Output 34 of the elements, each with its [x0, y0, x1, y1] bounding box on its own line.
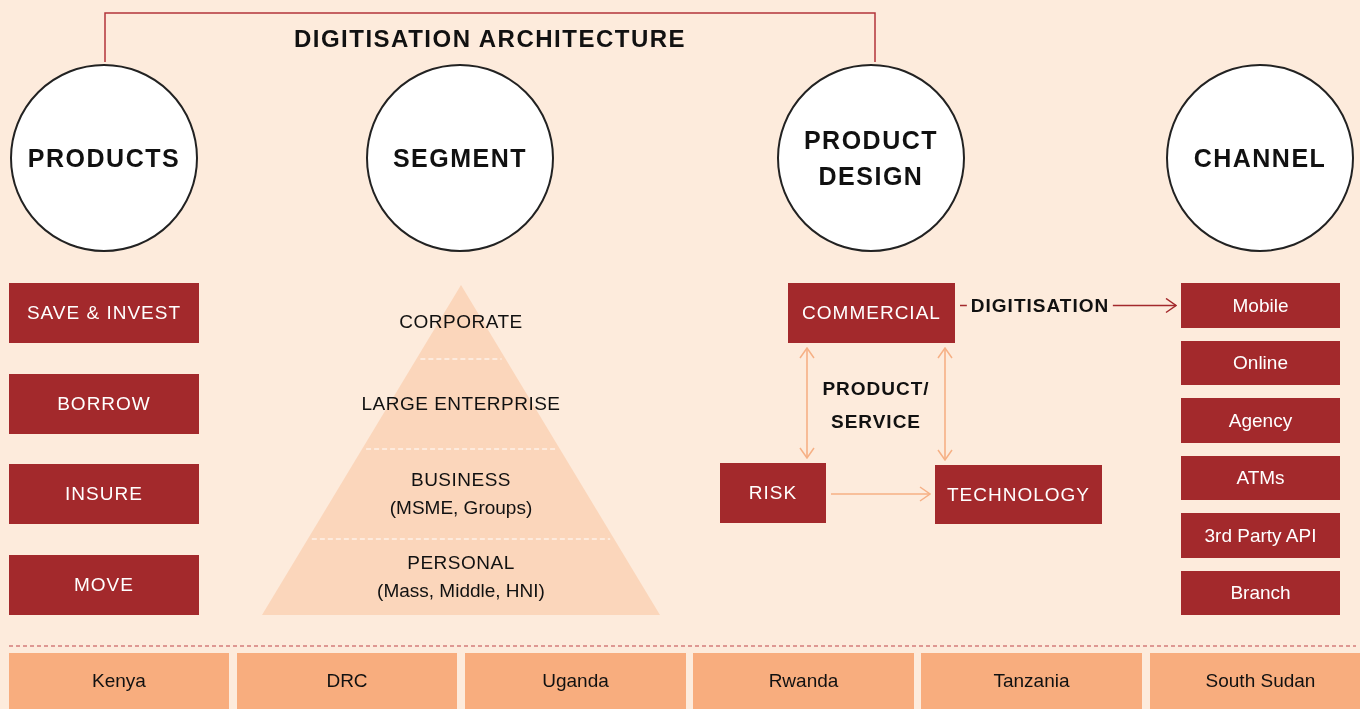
category-circle: PRODUCTS	[10, 64, 198, 252]
category-circle: PRODUCT DESIGN	[777, 64, 965, 252]
design-box: COMMERCIAL	[788, 283, 955, 343]
channel-box: ATMs	[1181, 456, 1340, 500]
arrow	[799, 347, 815, 459]
country-box: Tanzania	[921, 653, 1142, 709]
design-box: RISK	[720, 463, 826, 523]
country-box: DRC	[237, 653, 457, 709]
tier-label: CORPORATE	[399, 310, 523, 335]
tier-label: PERSONAL	[407, 551, 515, 576]
country-box: Rwanda	[693, 653, 914, 709]
arrow	[937, 347, 953, 461]
product-box: SAVE & INVEST	[9, 283, 199, 343]
channel-box: 3rd Party API	[1181, 513, 1340, 558]
channel-box: Branch	[1181, 571, 1340, 615]
category-circle: CHANNEL	[1166, 64, 1354, 252]
channel-box: Mobile	[1181, 283, 1340, 328]
product-box: MOVE	[9, 555, 199, 615]
tier-note: (Mass, Middle, HNI)	[377, 579, 545, 603]
design-box: TECHNOLOGY	[935, 465, 1102, 524]
design-label: PRODUCT/ SERVICE	[821, 377, 931, 435]
tier-note: (MSME, Groups)	[389, 496, 533, 520]
tier-label: LARGE ENTERPRISE	[361, 392, 561, 417]
country-box: South Sudan	[1150, 653, 1360, 709]
product-box: BORROW	[9, 374, 199, 434]
arrow	[830, 486, 931, 502]
tier-label: BUSINESS	[410, 468, 512, 493]
country-box: Uganda	[465, 653, 686, 709]
channel-box: Agency	[1181, 398, 1340, 443]
category-circle: SEGMENT	[366, 64, 554, 252]
channel-box: Online	[1181, 341, 1340, 385]
diagram-title: DIGITISATION ARCHITECTURE	[293, 25, 687, 53]
product-box: INSURE	[9, 464, 199, 524]
country-box: Kenya	[9, 653, 229, 709]
